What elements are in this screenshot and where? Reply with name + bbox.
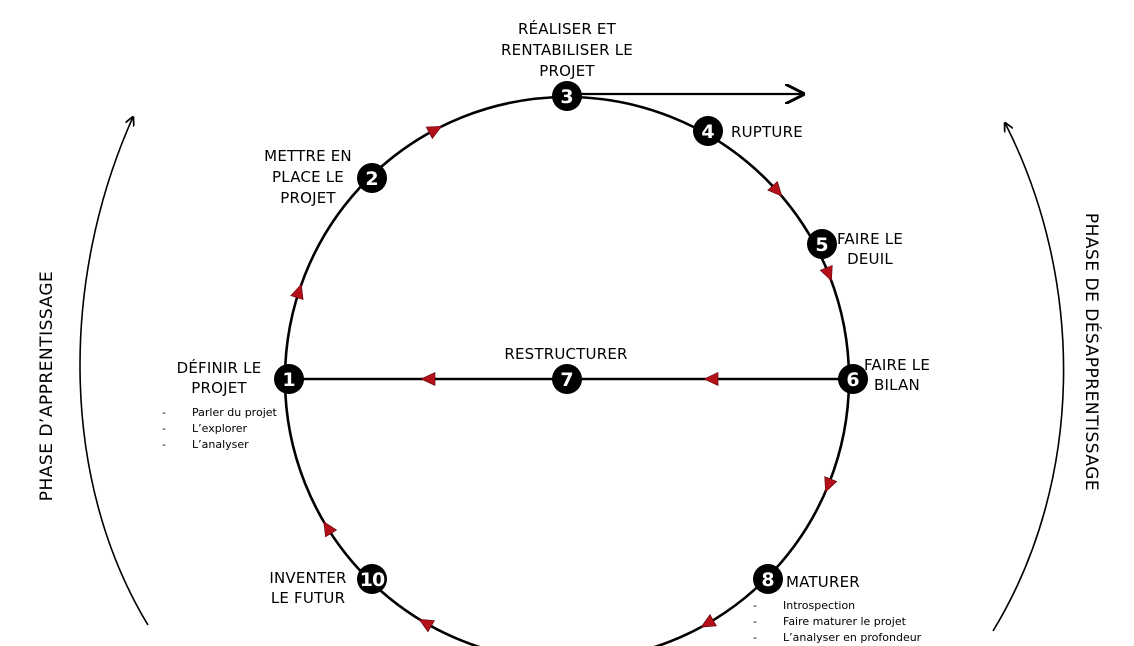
step-10-label-line-2: LE FUTUR	[271, 589, 345, 607]
step-2-node	[357, 163, 387, 193]
step-3-label-line-1: RÉALISER ET	[518, 19, 617, 38]
step-6-number: 6	[846, 369, 859, 391]
unlearning-phase-arrow	[992, 123, 1065, 632]
step-3-label-line-2: RENTABILISER LE	[501, 41, 633, 59]
step-2-label-line-2: PLACE LE	[272, 168, 344, 186]
direction-arrow-line-1	[420, 372, 436, 386]
step-6-label-line-1: FAIRE LE	[864, 356, 930, 374]
step-7-label-line-1: RESTRUCTURER	[504, 345, 627, 363]
learning-phase-label: PHASE D’APPRENTISSAGE	[37, 271, 57, 502]
step-8-sub-item-2: Faire maturer le projet	[783, 615, 907, 628]
step-8-sub-item-3: L’analyser en profondeur	[783, 631, 922, 644]
step-5-label-line-2: DEUIL	[847, 250, 893, 268]
step-1-sub-bullet-2: -	[162, 422, 166, 435]
step-4-node	[693, 116, 723, 146]
step-1-sub-item-3: L’analyser	[192, 438, 249, 451]
step-3-node	[552, 81, 582, 111]
step-10-label-line-1: INVENTER	[269, 569, 346, 587]
direction-arrow-6	[700, 614, 717, 628]
step-3-number: 3	[560, 86, 573, 108]
unlearning-phase-label: PHASE DE DÉSAPPRENTISSAGE	[1081, 213, 1103, 491]
direction-arrow-5	[824, 476, 838, 493]
direction-arrow-1	[425, 125, 443, 140]
step-8-node	[753, 564, 783, 594]
step-1-label-line-2: PROJET	[191, 379, 247, 397]
step-10-number: 10	[360, 569, 385, 591]
step-1-sub-bullet-3: -	[162, 438, 166, 451]
step-2-label-line-1: METTRE EN	[264, 147, 352, 165]
step-2-number: 2	[365, 168, 378, 190]
step-8-label-line-1: MATURER	[786, 573, 860, 591]
step-5-number: 5	[815, 234, 828, 256]
step-5-node	[807, 229, 837, 259]
step-1-label-line-1: DÉFINIR LE	[177, 358, 262, 377]
step-1-number: 1	[282, 369, 295, 391]
direction-arrow-4	[819, 264, 833, 282]
step-6-node	[838, 364, 868, 394]
learning-phase-arrow	[79, 117, 149, 626]
step-8-sub-bullet-2: -	[753, 615, 757, 628]
step-7-node	[552, 364, 582, 394]
step-1-sub-item-1: Parler du projet	[192, 406, 278, 419]
direction-arrow-3	[767, 180, 783, 197]
step-5-label-line-1: FAIRE LE	[837, 230, 903, 248]
step-8-sub-bullet-1: -	[753, 599, 757, 612]
step-1-sub-item-2: L’explorer	[192, 422, 248, 435]
direction-arrow-8	[418, 618, 435, 633]
step-8-sub-item-1: Introspection	[783, 599, 855, 612]
step-1-node	[274, 364, 304, 394]
direction-arrow-9	[323, 521, 338, 538]
step-10-node	[357, 564, 387, 594]
step-6-label-line-2: BILAN	[874, 376, 920, 394]
step-7-number: 7	[560, 369, 573, 391]
step-8-number: 8	[761, 569, 774, 591]
direction-arrow-line-2	[703, 372, 719, 386]
step-3-label-line-3: PROJET	[539, 62, 595, 80]
step-4-label-line-1: RUPTURE	[731, 123, 803, 141]
direction-arrow-10	[290, 283, 304, 301]
step-4-number: 4	[701, 121, 714, 143]
step-1-sub-bullet-1: -	[162, 406, 166, 419]
step-8-sub-bullet-3: -	[753, 631, 757, 644]
step-2-label-line-3: PROJET	[280, 189, 336, 207]
